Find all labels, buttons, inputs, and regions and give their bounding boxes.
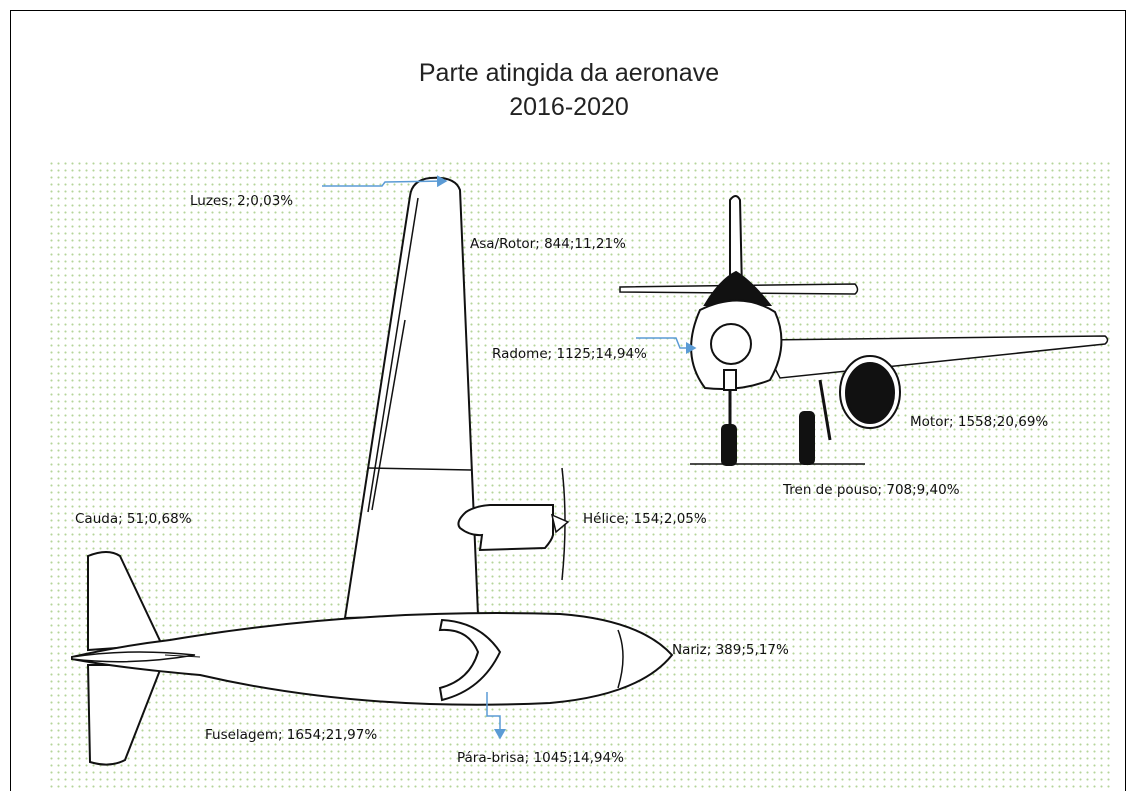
wing-shape [343, 176, 480, 620]
radome-arrow [636, 337, 697, 354]
parabrisa-arrow [486, 692, 506, 740]
label-radome: Radome; 1125;14,94% [492, 346, 647, 362]
fuselage-shape [71, 612, 674, 706]
main-wheel [799, 411, 815, 465]
label-tren-de-pouso: Tren de pouso; 708;9,40% [783, 482, 960, 498]
front-wing-shape [758, 335, 1109, 379]
callout-arrows [322, 175, 697, 740]
label-luzes: Luzes; 2;0,03% [190, 193, 294, 209]
windshield-shape [438, 618, 502, 702]
luzes-arrow [322, 175, 448, 188]
nose-wheel [721, 424, 737, 466]
front-view-aircraft [619, 195, 1109, 466]
side-view-aircraft [71, 176, 674, 766]
nacelle-shape [457, 504, 554, 552]
label-asa-rotor: Asa/Rotor; 844;11,21% [470, 236, 626, 252]
diagram-subtitle: 2016-2020 [509, 93, 629, 121]
radome-shape [710, 323, 752, 365]
label-fuselagem: Fuselagem; 1654;21,97% [205, 727, 378, 743]
diagram-title: Parte atingida da aeronave [418, 59, 720, 87]
label-helice: Hélice; 154;2,05% [583, 511, 707, 527]
label-cauda: Cauda; 51;0,68% [75, 511, 192, 527]
tail-shape [87, 551, 164, 652]
label-para-brisa: Pára-brisa; 1045;14,94% [457, 750, 624, 766]
label-motor: Motor; 1558;20,69% [910, 414, 1049, 430]
label-nariz: Nariz; 389;5,17% [672, 642, 789, 658]
